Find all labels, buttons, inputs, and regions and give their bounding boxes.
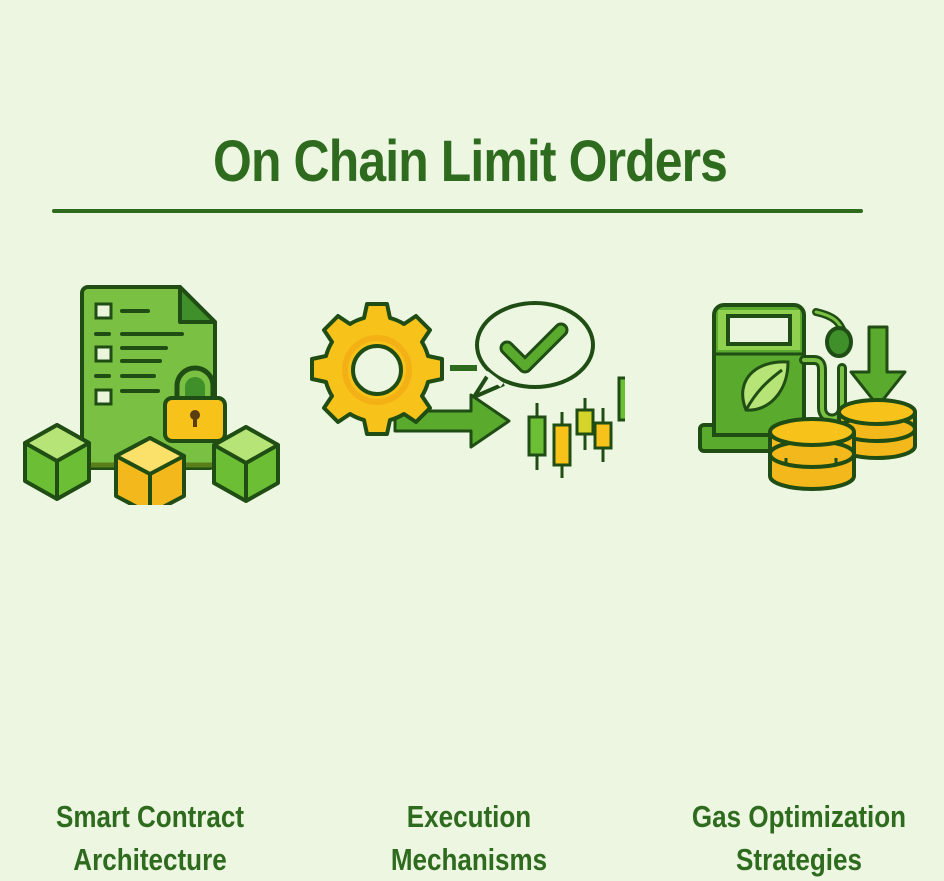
label-line-1: Gas Optimization <box>691 799 907 834</box>
pillar-label: Smart Contract Architecture <box>24 795 276 881</box>
label-line-1: Execution <box>406 799 532 834</box>
execution-gear-chart-icon <box>310 301 625 478</box>
pillar-label: Gas Optimization Strategies <box>673 795 925 881</box>
label-line-2: Mechanisms <box>390 842 548 877</box>
gas-pump-coins-icon <box>698 303 917 491</box>
title-divider <box>52 209 863 213</box>
page-title: On Chain Limit Orders <box>213 129 728 194</box>
label-line-2: Strategies <box>736 842 862 877</box>
label-line-1: Smart Contract <box>55 799 245 834</box>
smart-contract-icon <box>23 285 280 505</box>
pillar-label: Execution Mechanisms <box>343 795 595 881</box>
label-line-2: Architecture <box>73 842 227 877</box>
